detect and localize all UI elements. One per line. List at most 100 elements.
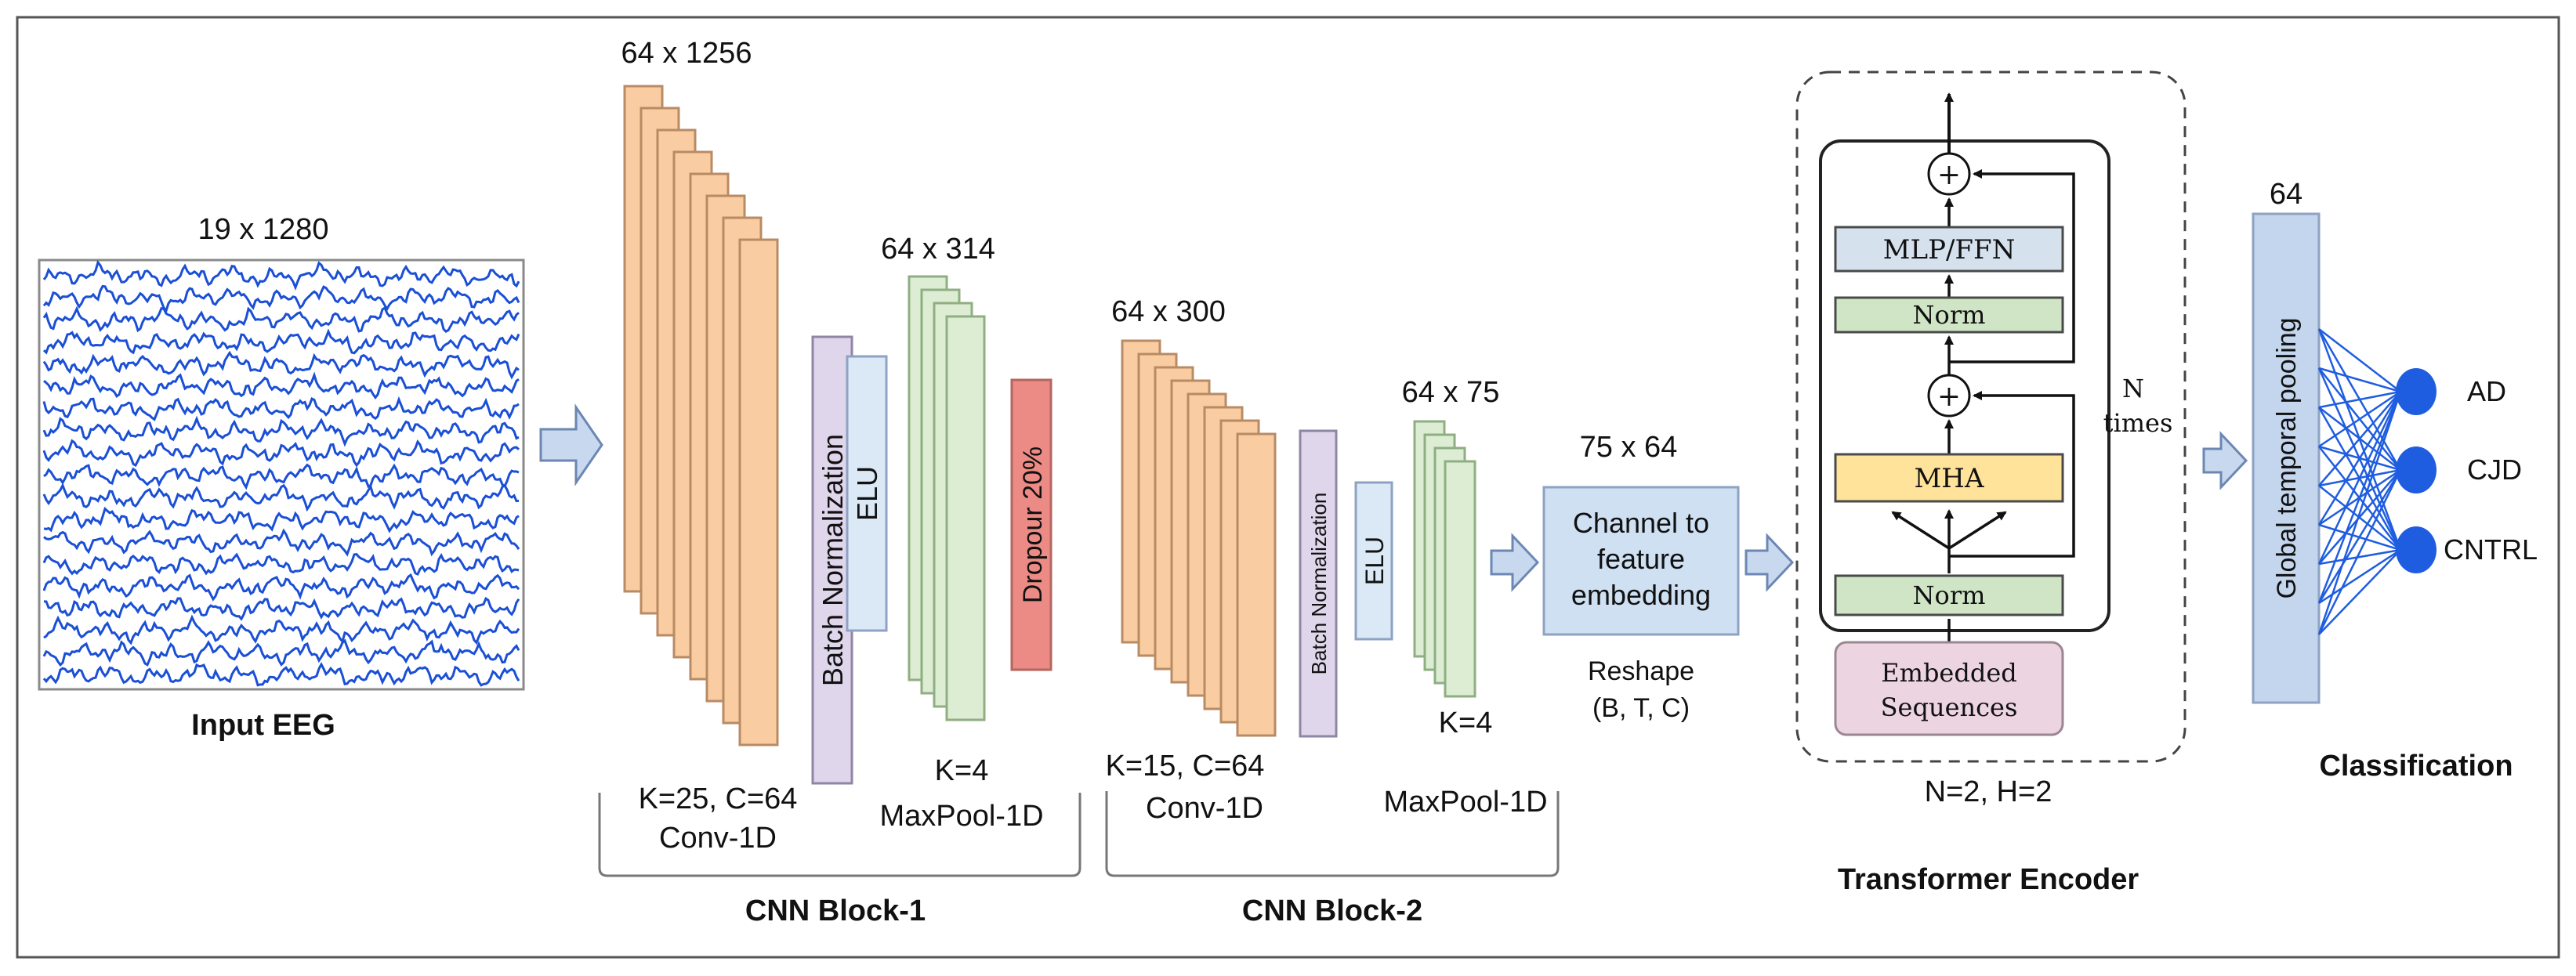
- eeg-channel-trace: [42, 284, 520, 313]
- conv1-map-8: [738, 238, 779, 746]
- fc-connection: [2317, 391, 2402, 565]
- input-dims: 19 x 1280: [198, 213, 329, 246]
- pool2-dims: 64 x 75: [1402, 376, 1500, 409]
- flow-arrow-3: [1745, 533, 1795, 592]
- output-nodes: [2396, 368, 2437, 573]
- pool1-params: K=4: [935, 754, 989, 787]
- output-label-ad: AD: [2467, 375, 2506, 407]
- conv1-params: K=25, C=64: [639, 783, 798, 815]
- elu-2-label: ELU: [1360, 537, 1389, 585]
- pool1-map-4: [945, 315, 986, 721]
- conv1-dims: 64 x 1256: [621, 37, 752, 70]
- cnn-block-1-label: CNN Block-1: [745, 895, 926, 927]
- conv2-dims: 64 x 300: [1111, 295, 1226, 328]
- bn2-group: Batch Normalization: [1299, 429, 1338, 738]
- eeg-channel-trace: [42, 305, 520, 334]
- conv2-map-8: [1236, 432, 1277, 737]
- batch-norm-1-label: Batch Normalization: [817, 434, 849, 686]
- eeg-channel-trace: [42, 573, 520, 602]
- fc-connection: [2318, 391, 2401, 486]
- elu2-group: ELU: [1354, 481, 1393, 641]
- eeg-channel-trace: [42, 439, 520, 468]
- elu-1-box: [846, 355, 888, 632]
- residual-connection-top: [1949, 174, 2075, 363]
- conv2-feature-maps: [1121, 339, 1277, 737]
- residual-add-top-symbol: +: [1937, 159, 1961, 191]
- pooling-group: Global temporal pooling: [2252, 212, 2321, 704]
- eeg-channel-trace: [43, 528, 520, 557]
- embedded-line-2: Sequences: [1881, 692, 2018, 722]
- pool1-feature-maps: [908, 275, 986, 721]
- output-node-ad: [2396, 368, 2437, 415]
- embedded-line-1: Embedded: [1881, 658, 2017, 688]
- residual-add-mid: [1927, 374, 1971, 418]
- fc-connection: [2318, 390, 2401, 409]
- classification-label: Classification: [2319, 750, 2513, 783]
- mha-label: MHA: [1914, 463, 1984, 494]
- norm-top-label: Norm: [1913, 300, 1986, 330]
- eeg-channel-trace: [42, 259, 520, 291]
- figure-frame: [16, 16, 2560, 959]
- reshape-line-2: (B, T, C): [1592, 693, 1690, 723]
- repeat-times: times: [2103, 408, 2173, 438]
- fc-connection: [2318, 469, 2401, 565]
- fc-connection: [2317, 469, 2402, 604]
- pool2-map-4: [1444, 460, 1476, 698]
- eeg-channel-trace: [43, 596, 520, 621]
- output-label-cjd: CJD: [2467, 454, 2522, 486]
- cnn-block-1-bracket: [598, 793, 1081, 877]
- bn1-group: Batch Normalization: [811, 335, 853, 785]
- transformer-params: N=2, H=2: [1925, 775, 2052, 808]
- repeat-n: N: [2122, 374, 2144, 403]
- flow-arrow-2: [1490, 533, 1540, 592]
- eeg-channel-trace: [43, 463, 520, 490]
- eeg-channel-trace: [42, 552, 520, 576]
- flow-arrow-4: [2202, 431, 2248, 490]
- eeg-channel-trace: [43, 371, 520, 400]
- mha-box: [1834, 453, 2064, 503]
- conv1-feature-maps: [623, 85, 779, 746]
- fc-connection: [2317, 469, 2402, 635]
- eeg-channel-trace: [42, 662, 520, 687]
- pool1-dims: 64 x 314: [881, 233, 995, 266]
- input-label: Input EEG: [191, 709, 335, 742]
- residual-add-mid-symbol: +: [1937, 381, 1961, 413]
- fc-connection: [2318, 549, 2401, 635]
- flow-arrow-1: [539, 403, 603, 486]
- fully-connected-lines: [2317, 328, 2402, 635]
- cnn-block-2-bracket: [1105, 791, 1560, 877]
- eeg-channel-trace: [42, 638, 520, 667]
- elu1-group: ELU: [846, 355, 888, 632]
- fc-connection: [2317, 391, 2402, 635]
- fc-connection: [2318, 328, 2401, 392]
- embedded-sequences-box: [1834, 641, 2064, 736]
- eeg-channel-trace: [42, 483, 520, 512]
- norm-bottom-box: [1834, 574, 2064, 616]
- pool1-label: MaxPool-1D: [879, 800, 1043, 833]
- eeg-channel-trace: [42, 396, 520, 421]
- norm-bottom-label: Norm: [1913, 580, 1986, 610]
- batch-norm-2-label: Batch Normalization: [1307, 493, 1331, 675]
- output-label-cntrl: CNTRL: [2444, 533, 2538, 566]
- reshape-line-1: Reshape: [1588, 656, 1694, 686]
- embedding-line-3: embedding: [1571, 579, 1711, 611]
- eeg-plot: [38, 258, 525, 691]
- batch-norm-2-box: [1299, 429, 1338, 738]
- eeg-channel-trace: [42, 328, 520, 355]
- fc-connection: [2318, 548, 2401, 566]
- fc-connection: [2318, 367, 2401, 393]
- conv2-params: K=15, C=64: [1106, 750, 1265, 783]
- mha-input-q: [1891, 511, 1950, 550]
- embedding-box: [1542, 486, 1740, 636]
- mha-input-k: [1948, 511, 2007, 550]
- eeg-channel-trace: [43, 614, 520, 645]
- elu-2-box: [1354, 481, 1393, 641]
- pool2-label: MaxPool-1D: [1383, 786, 1547, 819]
- fc-connection: [2318, 390, 2401, 448]
- transformer-dashed-border: [1795, 70, 2187, 763]
- conv1-label: Conv-1D: [659, 822, 777, 855]
- dropout-label: Dropour 20%: [1018, 446, 1048, 603]
- embedding-line-1: Channel to: [1573, 507, 1709, 539]
- pool2-feature-maps: [1413, 420, 1476, 698]
